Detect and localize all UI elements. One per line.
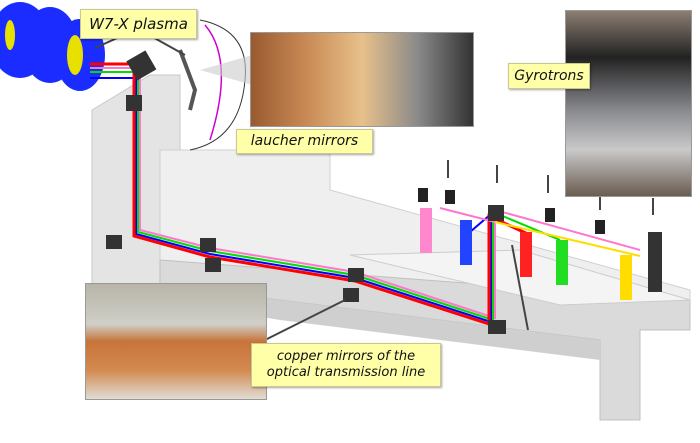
launcher-mirrors-photo	[250, 32, 474, 127]
launcher-mirrors-sketch	[178, 49, 198, 111]
label-launcher-mirrors: laucher mirrors	[236, 129, 373, 154]
gyrotrons-photo	[565, 10, 692, 197]
mirror-units	[106, 50, 506, 334]
beam-underside	[160, 285, 600, 360]
label-w7x-plasma: W7-X plasma	[80, 9, 197, 39]
label-gyrotrons: Gyrotrons	[508, 63, 590, 89]
gyrotron-units	[418, 188, 662, 300]
plasma-boundary	[204, 24, 223, 141]
copper-mirrors-photo	[85, 283, 267, 400]
label-copper-mirrors: copper mirrors of the optical transmissi…	[251, 343, 441, 387]
